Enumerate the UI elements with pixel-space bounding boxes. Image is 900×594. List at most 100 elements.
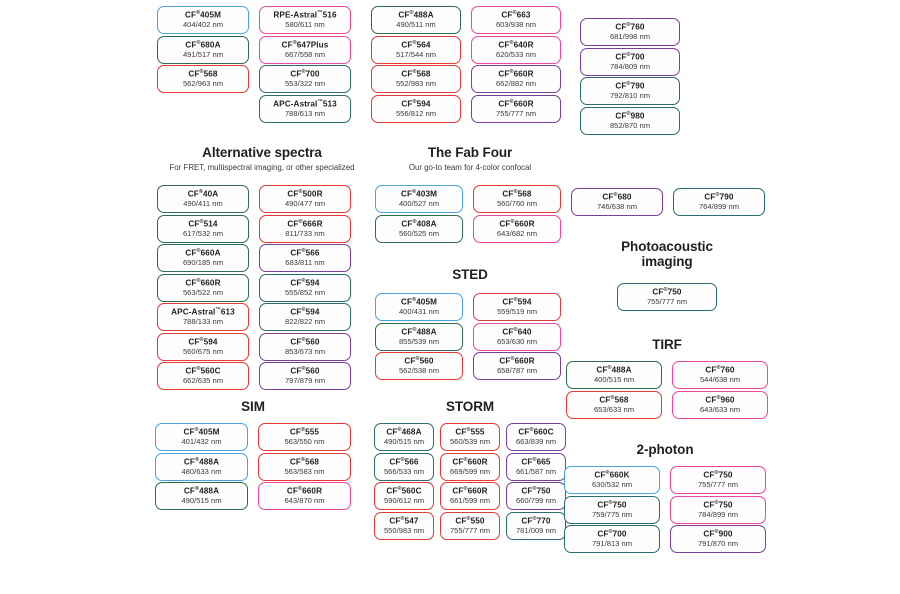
dye-wavelengths: 661/599 nm [449, 496, 491, 506]
dye-wavelengths: 755/777 nm [697, 480, 739, 490]
dye-name: CF®566 [290, 248, 320, 259]
dye-wavelengths: 653/633 nm [593, 404, 635, 414]
dye-name: CF®405M [184, 10, 222, 21]
dye-name: CF®980 [615, 110, 645, 121]
dye-wavelengths: 563/522 nm [182, 287, 224, 297]
dye-name: CF®760 [705, 365, 735, 376]
dye-name: CF®488A [596, 365, 632, 376]
dye-name: CF®647Plus [281, 39, 329, 50]
section-subtitle-alternative-spectra: For FRET, multispectral imaging, or othe… [169, 163, 355, 172]
section-title-fab-four: The Fab Four [427, 145, 513, 160]
dye-wavelengths: 669/599 nm [449, 466, 491, 476]
dye-name: CF®560 [290, 366, 320, 377]
dye-name: CF®750 [703, 470, 733, 481]
dye-name: CF®680A [185, 39, 221, 50]
dye-wavelengths: 400/527 nm [398, 199, 440, 209]
dye-name: CF®760 [615, 22, 645, 33]
dye-name: CF®468A [386, 427, 422, 438]
dye-name: CF®660K [594, 470, 630, 481]
dye-wavelengths: 788/133 nm [182, 317, 224, 327]
dye-wavelengths: 852/870 nm [609, 120, 651, 130]
dye-name: CF®663 [501, 10, 531, 21]
dye-name: CF®555 [289, 427, 320, 438]
dye-name: CF®555 [455, 427, 485, 438]
dye-name: CF®750 [652, 287, 682, 298]
